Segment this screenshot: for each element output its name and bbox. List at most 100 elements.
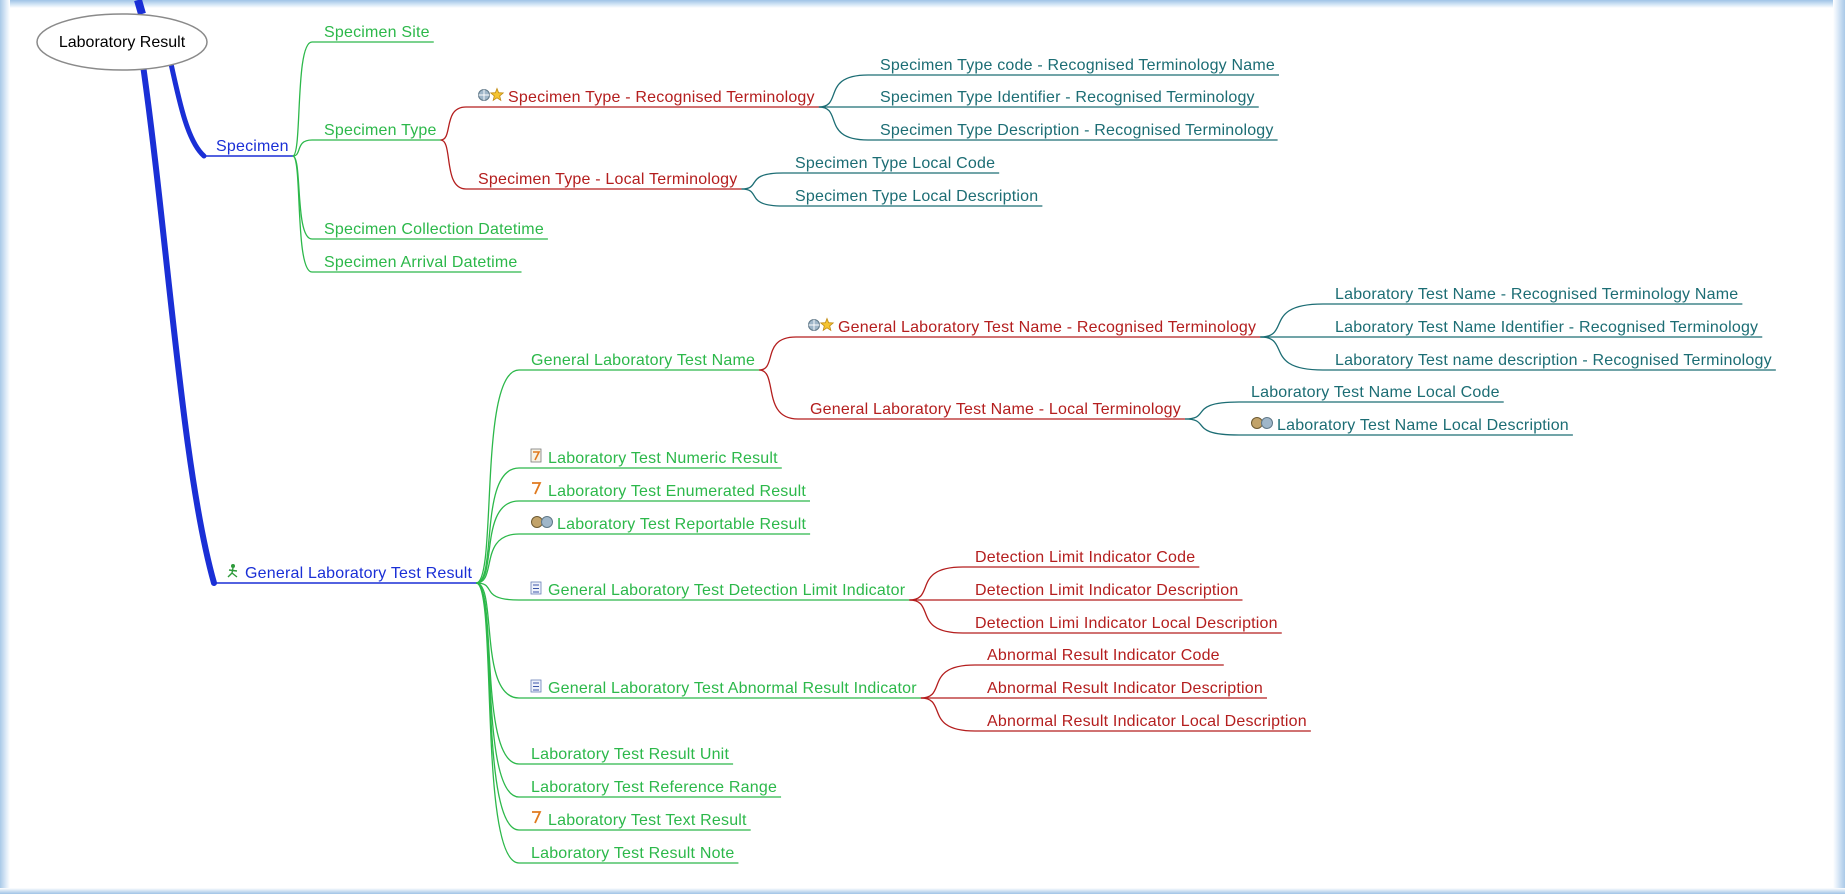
- branch-connector: [475, 582, 520, 699]
- node-detection-limi-indicator-local-description[interactable]: Detection Limi Indicator Local Descripti…: [963, 615, 1282, 634]
- node-label: Laboratory Test Name Local Description: [1277, 417, 1569, 434]
- branch-connector: [1260, 336, 1324, 371]
- node-lab-test-name-identifier-recognised[interactable]: Laboratory Test Name Identifier - Recogn…: [1323, 319, 1763, 338]
- branch-connector: [139, 55, 217, 586]
- window-frame-left: [0, 0, 10, 894]
- node-specimen-type-local-description[interactable]: Specimen Type Local Description: [783, 188, 1043, 207]
- node-general-lab-test-result[interactable]: General Laboratory Test Result: [216, 564, 477, 584]
- node-label: Laboratory Test Name Local Code: [1251, 384, 1500, 401]
- branch-connector: [475, 369, 520, 584]
- window-frame-right: [1833, 0, 1845, 894]
- enumerated-icon: [532, 482, 542, 495]
- node-label: Detection Limit Indicator Description: [975, 582, 1239, 599]
- node-specimen-type-local-code[interactable]: Specimen Type Local Code: [783, 155, 1000, 174]
- node-general-lab-test-name-local[interactable]: General Laboratory Test Name - Local Ter…: [798, 401, 1185, 420]
- list-icon: [530, 679, 542, 693]
- node-label: Laboratory Test Enumerated Result: [548, 483, 806, 500]
- node-lab-test-name-description-recognised[interactable]: Laboratory Test name description - Recog…: [1323, 352, 1776, 371]
- branch-connector: [1260, 303, 1324, 338]
- node-specimen[interactable]: Specimen: [204, 138, 293, 157]
- node-detection-limit-indicator-code[interactable]: Detection Limit Indicator Code: [963, 549, 1200, 568]
- branch-connector: [818, 106, 869, 141]
- node-detection-limit-indicator-description[interactable]: Detection Limit Indicator Description: [963, 582, 1243, 601]
- branch-connector: [741, 188, 784, 207]
- node-specimen-type-code-recognised[interactable]: Specimen Type code - Recognised Terminol…: [868, 57, 1279, 76]
- node-lab-test-reportable-result[interactable]: Laboratory Test Reportable Result: [519, 516, 811, 535]
- node-label: General Laboratory Test Name: [531, 352, 755, 369]
- node-label: General Laboratory Test Name - Recognise…: [838, 319, 1256, 336]
- window-frame-top: [0, 0, 1845, 8]
- branch-connector: [475, 582, 520, 798]
- branch-connector: [475, 467, 520, 584]
- star-icon: [489, 87, 505, 102]
- node-specimen-site[interactable]: Specimen Site: [312, 24, 434, 43]
- node-label: Abnormal Result Indicator Local Descript…: [987, 713, 1307, 730]
- node-abnormal-result-indicator-code[interactable]: Abnormal Result Indicator Code: [975, 647, 1224, 666]
- node-label: Laboratory Test Reference Range: [531, 779, 777, 796]
- branch-connector: [440, 139, 467, 190]
- node-label: Specimen: [216, 138, 289, 155]
- branch-connector: [909, 566, 964, 601]
- node-specimen-type[interactable]: Specimen Type: [312, 122, 441, 141]
- node-lab-test-enumerated-result[interactable]: Laboratory Test Enumerated Result: [519, 482, 810, 502]
- branch-connector: [440, 106, 467, 141]
- node-label: Laboratory Test Result Unit: [531, 746, 729, 763]
- node-label: Laboratory Test Name Identifier - Recogn…: [1335, 319, 1758, 336]
- branch-connector: [475, 582, 520, 765]
- branch-connector: [292, 139, 313, 157]
- connector-layer: [134, 0, 1324, 864]
- node-general-lab-test-name-recognised[interactable]: General Laboratory Test Name - Recognise…: [796, 317, 1261, 338]
- node-detection-limit-indicator[interactable]: General Laboratory Test Detection Limit …: [519, 581, 910, 601]
- node-label: Specimen Type code - Recognised Terminol…: [880, 57, 1275, 74]
- branch-connector: [165, 47, 207, 159]
- node-lab-test-reference-range[interactable]: Laboratory Test Reference Range: [519, 779, 782, 798]
- globe-pair-icon: [1251, 417, 1273, 429]
- branch-connector: [134, 0, 146, 16]
- node-label: Laboratory Test Numeric Result: [548, 450, 778, 467]
- branch-connector: [758, 369, 799, 420]
- node-label: General Laboratory Test Name - Local Ter…: [810, 401, 1181, 418]
- node-abnormal-result-indicator-local-description[interactable]: Abnormal Result Indicator Local Descript…: [975, 713, 1311, 732]
- node-label: Detection Limi Indicator Local Descripti…: [975, 615, 1278, 632]
- branch-connector: [475, 582, 520, 831]
- node-lab-test-numeric-result[interactable]: Laboratory Test Numeric Result: [519, 448, 782, 469]
- node-specimen-type-description-recognised[interactable]: Specimen Type Description - Recognised T…: [868, 122, 1278, 141]
- list-icon: [530, 581, 542, 595]
- root-node[interactable]: Laboratory Result: [36, 13, 208, 71]
- node-specimen-type-local[interactable]: Specimen Type - Local Terminology: [466, 171, 742, 190]
- node-specimen-arrival-datetime[interactable]: Specimen Arrival Datetime: [312, 254, 522, 273]
- branch-connector: [292, 41, 313, 157]
- node-label: Specimen Type Identifier - Recognised Te…: [880, 89, 1255, 106]
- branch-connector: [920, 697, 976, 732]
- node-lab-test-result-unit[interactable]: Laboratory Test Result Unit: [519, 746, 734, 765]
- stick-figure-icon: [227, 564, 238, 578]
- node-label: Abnormal Result Indicator Description: [987, 680, 1263, 697]
- node-label: Laboratory Test Result Note: [531, 845, 734, 862]
- node-specimen-collection-datetime[interactable]: Specimen Collection Datetime: [312, 221, 548, 240]
- node-lab-test-name-recognised-name[interactable]: Laboratory Test Name - Recognised Termin…: [1323, 286, 1743, 305]
- star-icon: [819, 317, 835, 332]
- globe-pair-icon: [531, 516, 553, 528]
- node-specimen-type-recognised[interactable]: Specimen Type - Recognised Terminology: [466, 87, 819, 108]
- node-lab-test-text-result[interactable]: Laboratory Test Text Result: [519, 811, 751, 831]
- node-label: General Laboratory Test Result: [245, 565, 473, 582]
- node-label: Specimen Arrival Datetime: [324, 254, 518, 271]
- node-label: Specimen Site: [324, 24, 430, 41]
- node-lab-test-name-local-description[interactable]: Laboratory Test Name Local Description: [1239, 417, 1573, 436]
- node-abnormal-result-indicator[interactable]: General Laboratory Test Abnormal Result …: [519, 679, 921, 699]
- node-abnormal-result-indicator-description[interactable]: Abnormal Result Indicator Description: [975, 680, 1267, 699]
- node-label: Specimen Type: [324, 122, 437, 139]
- node-label: Abnormal Result Indicator Code: [987, 647, 1220, 664]
- node-specimen-type-identifier-recognised[interactable]: Specimen Type Identifier - Recognised Te…: [868, 89, 1259, 108]
- node-label: Specimen Type Local Code: [795, 155, 995, 172]
- node-general-lab-test-name[interactable]: General Laboratory Test Name: [519, 352, 760, 371]
- node-lab-test-name-local-code[interactable]: Laboratory Test Name Local Code: [1239, 384, 1504, 403]
- node-label: General Laboratory Test Abnormal Result …: [548, 680, 917, 697]
- node-label: Specimen Type Local Description: [795, 188, 1038, 205]
- branch-connector: [759, 336, 797, 371]
- window-frame-bottom: [0, 888, 1845, 894]
- branch-connector: [476, 582, 520, 601]
- node-label: Laboratory Test Name - Recognised Termin…: [1335, 286, 1738, 303]
- node-lab-test-result-note[interactable]: Laboratory Test Result Note: [519, 845, 739, 864]
